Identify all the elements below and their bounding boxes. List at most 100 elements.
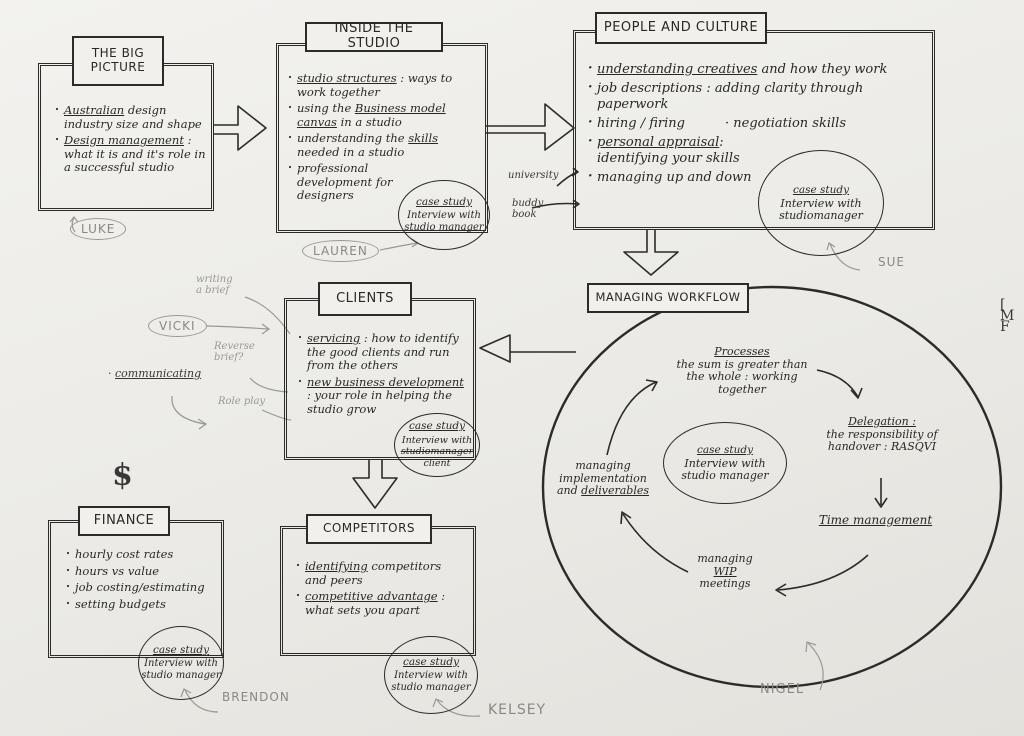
item-text: needed in a studio xyxy=(297,144,405,159)
people-culture-title: PEOPLE AND CULTURE xyxy=(595,12,767,44)
case-study-line: Interview with xyxy=(394,670,468,682)
inside-studio-title: INSIDE THE STUDIO xyxy=(305,21,443,52)
dollar-icon: $ xyxy=(112,458,133,493)
workflow-ellipse xyxy=(541,285,1003,689)
inside-studio-title-text: INSIDE THE STUDIO xyxy=(334,21,414,51)
cycle-arrow-processes-delegation xyxy=(816,369,859,398)
item-text: negotiation skills xyxy=(733,116,847,131)
list-item: Design management : what it is and it's … xyxy=(55,133,210,175)
workflow-processes: Processes the sum is greater than the wh… xyxy=(672,345,812,396)
case-study-title: case study xyxy=(152,643,210,656)
list-item: Australian design industry size and shap… xyxy=(55,103,210,131)
case-study-line: studio manager xyxy=(681,468,769,482)
note-role-play: Role play xyxy=(218,396,266,407)
workflow-title-text: MANAGING WORKFLOW xyxy=(595,290,741,305)
clients-title: CLIENTS xyxy=(318,282,412,316)
inside-studio-items: studio structures : ways to work togethe… xyxy=(288,71,458,206)
item-text: : what it is and it's role in a successf… xyxy=(64,133,206,174)
note-communicating: · communicating xyxy=(108,367,202,380)
case-study-line-struck: studiomanager xyxy=(400,446,474,457)
item-head: servicing xyxy=(307,331,361,345)
item-text: professional development for designers xyxy=(297,161,393,202)
item-head: new business development xyxy=(307,374,464,389)
note-reverse-brief: Reverse brief? xyxy=(214,341,255,363)
item-head: personal appraisal xyxy=(597,135,720,150)
arrow-people-to-workflow xyxy=(623,230,679,276)
item-head: Design management xyxy=(64,133,184,147)
list-item: studio structures : ways to work togethe… xyxy=(288,71,458,99)
case-study-line: Interview with xyxy=(407,210,481,222)
item-text: competitors and peers xyxy=(305,559,442,587)
owner-brendon: BRENDON xyxy=(222,690,290,704)
case-study-title: case study xyxy=(792,183,850,196)
extra-item: · negotiation skills xyxy=(724,116,847,131)
item-head: studio structures xyxy=(297,71,397,85)
list-item: using the Business model canvas in a stu… xyxy=(288,101,458,129)
cycle-arrow-time-wip xyxy=(777,554,869,591)
item-text: using the xyxy=(297,101,355,115)
list-item: hiring / firing · negotiation skills xyxy=(588,115,918,132)
clients-title-text: CLIENTS xyxy=(336,290,394,306)
item-text: understanding the xyxy=(297,131,409,145)
list-item: new business development : your role in … xyxy=(298,374,470,417)
list-item: professional development for designers xyxy=(288,161,397,203)
finance-title-text: FINANCE xyxy=(93,512,155,528)
case-study-line: studio manager xyxy=(141,669,221,681)
owner-luke: LUKE xyxy=(70,218,127,240)
big-picture-title-text: THE BIG PICTURE xyxy=(90,46,146,74)
item-text: : identifying your skills xyxy=(597,135,740,166)
finance-title: FINANCE xyxy=(78,506,170,536)
competitors-items: identifying competitors and peers compet… xyxy=(296,559,466,620)
list-item: managing up and down xyxy=(588,169,918,186)
owner-kelsey: KELSEY xyxy=(488,702,547,718)
case-study-line: studio manager xyxy=(404,221,484,233)
list-item: understanding creatives and how they wor… xyxy=(588,61,918,78)
time-head: Time management xyxy=(818,513,933,527)
owner-vicki: VICKI xyxy=(148,315,207,337)
case-study-line: studio manager xyxy=(391,681,471,693)
case-study-clients: case study Interview with studiomanager … xyxy=(394,413,480,477)
case-study-line: client xyxy=(423,457,451,469)
item-text: hiring / firing xyxy=(597,116,685,131)
item-text: : how to identify the good clients and r… xyxy=(307,331,459,372)
cycle-arrow-wip-impl xyxy=(622,513,689,573)
item-head: understanding creatives xyxy=(597,62,758,77)
list-item: understanding the skills needed in a stu… xyxy=(288,131,458,159)
item-text: in a studio xyxy=(336,114,402,129)
margin-note: [ M F xyxy=(1000,297,1015,335)
item-text: managing up and down xyxy=(597,170,752,185)
case-study-studio: case study Interview with studio manager xyxy=(398,180,490,250)
arrow-workflow-to-clients xyxy=(479,334,576,363)
arrow-bigpicture-to-studio xyxy=(213,105,267,151)
impl-head: deliverables xyxy=(581,484,650,497)
owner-lauren: LAUREN xyxy=(302,240,379,262)
owner-nigel: NIGEL xyxy=(760,682,805,697)
list-item: setting budgets xyxy=(66,597,216,612)
competitors-title: COMPETITORS xyxy=(306,514,432,544)
case-study-line: Interview with xyxy=(684,457,766,471)
workflow-delegation: Delegation : the responsibility of hando… xyxy=(812,415,952,454)
list-item: personal appraisal: identifying your ski… xyxy=(588,134,797,167)
workflow-time: Time management xyxy=(808,514,943,527)
list-item: competitive advantage : what sets you ap… xyxy=(296,589,466,617)
workflow-implementation: managing implementation and deliverables xyxy=(548,459,658,498)
case-study-line: studiomanager xyxy=(779,208,863,222)
list-item: job costing/estimating xyxy=(66,580,216,595)
arrow-clients-to-competitors xyxy=(352,460,398,509)
note-buddy-book: buddy book xyxy=(512,198,544,220)
list-item: hours vs value xyxy=(66,564,216,579)
wip-post: meetings xyxy=(699,577,751,590)
item-text: : what sets you apart xyxy=(305,589,446,617)
item-head: Australian xyxy=(64,103,125,117)
item-head: competitive advantage xyxy=(305,589,438,603)
processes-text: the sum is greater than the whole : work… xyxy=(676,357,808,396)
competitors-title-text: COMPETITORS xyxy=(322,521,416,536)
item-text: : your role in helping the studio grow xyxy=(307,388,452,416)
case-study-title: case study xyxy=(415,195,473,208)
clients-items: servicing : how to identify the good cli… xyxy=(298,331,470,419)
case-study-finance: case study Interview with studio manager xyxy=(138,626,224,700)
item-text: and how they work xyxy=(757,62,888,77)
list-item: identifying competitors and peers xyxy=(296,559,466,587)
big-picture-items: Australian design industry size and shap… xyxy=(55,103,210,178)
